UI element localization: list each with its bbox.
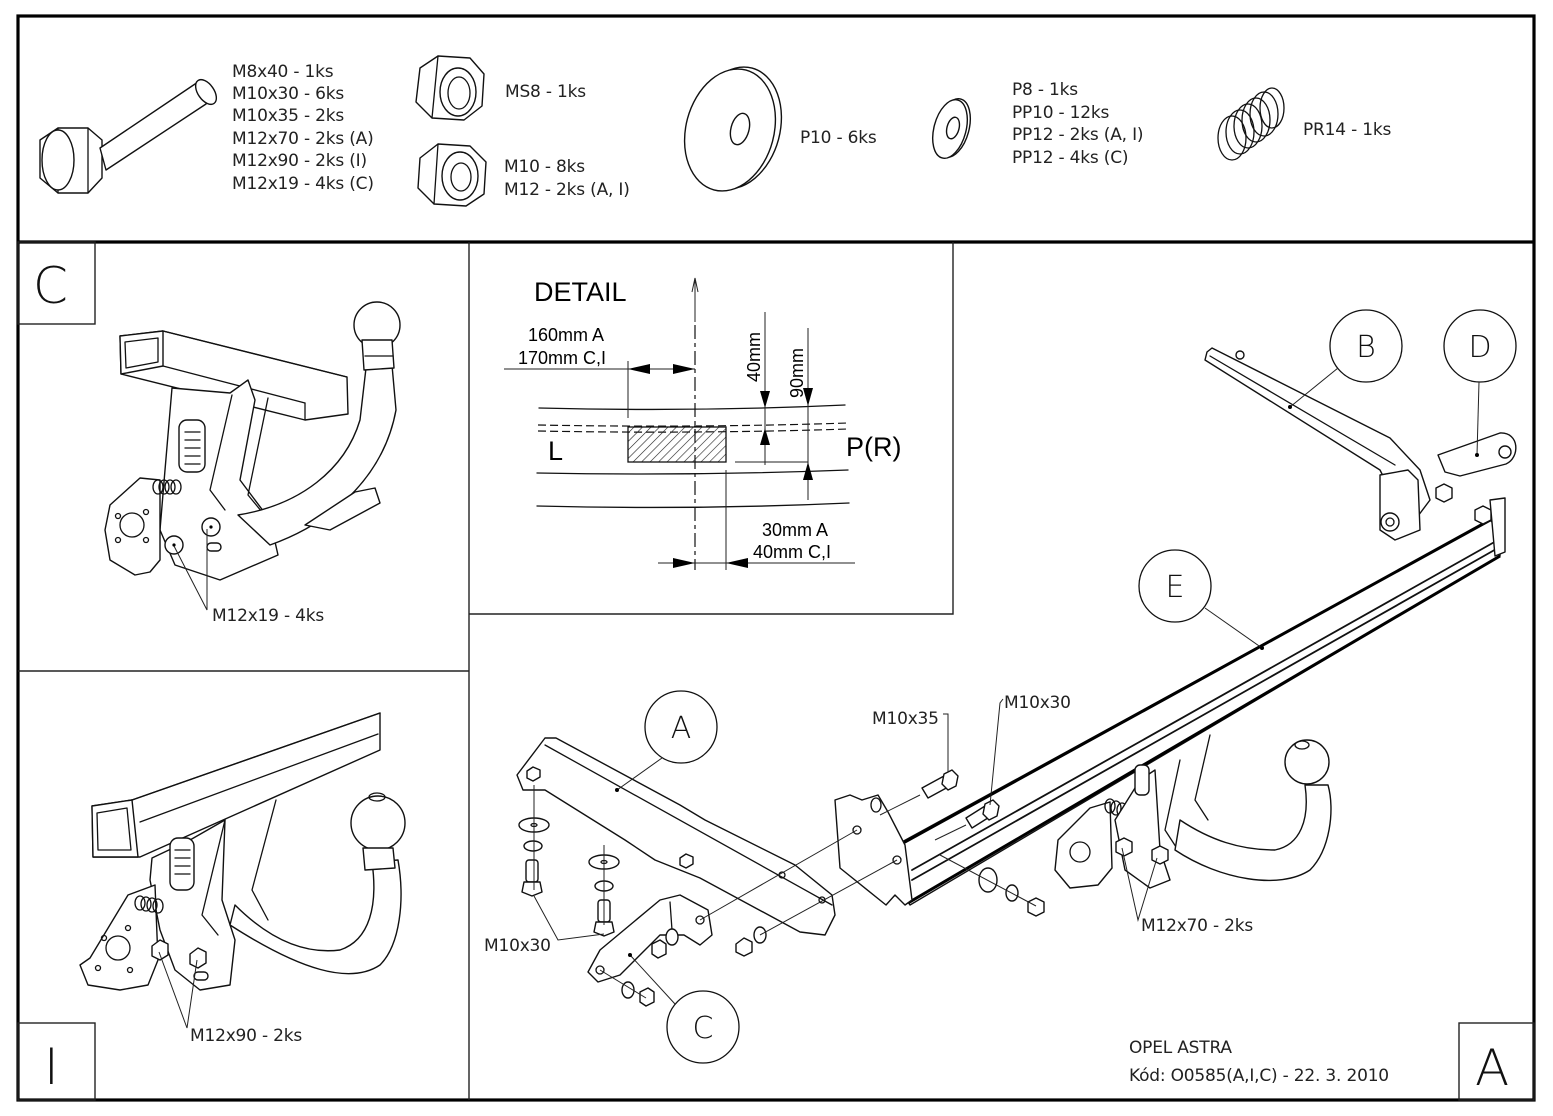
svg-text:B: B xyxy=(1356,330,1376,365)
dim-30mm: 30mm A xyxy=(762,520,828,540)
title-block: OPEL ASTRA Kód: O0585(A,I,C) - 22. 3. 20… xyxy=(1129,1022,1535,1101)
svg-text:C: C xyxy=(693,1011,714,1046)
bracket-c xyxy=(587,894,713,983)
hex-nut-icon xyxy=(417,143,487,207)
bolt-spec: M10x35 - 2ks xyxy=(232,106,344,126)
label-left: L xyxy=(548,436,563,466)
bolt-spec: M12x70 - 2ks (A) xyxy=(232,129,374,149)
parts-list: M8x40 - 1ks M10x30 - 6ks M10x35 - 2ks M1… xyxy=(39,55,1392,207)
balloon-c: C xyxy=(628,953,740,1064)
washer-spec: PP12 - 4ks (C) xyxy=(1012,148,1128,168)
bracket-a xyxy=(516,737,836,936)
hex-bolt-icon xyxy=(39,78,218,194)
panel-letter-i: I xyxy=(44,1038,59,1096)
dim-170mm: 170mm C,I xyxy=(518,348,606,368)
nut-spec: M10 - 8ks xyxy=(504,157,585,177)
bolt-spec: M12x90 - 2ks (I) xyxy=(232,151,367,171)
lock-nut-icon xyxy=(415,55,485,121)
washer-spec: PP10 - 12ks xyxy=(1012,103,1110,123)
balloon-e: E xyxy=(1138,549,1264,650)
callout-m12x70: M12x70 - 2ks xyxy=(1141,916,1253,936)
washer-spec: PP12 - 2ks (A, I) xyxy=(1012,125,1143,145)
nut-spec: M12 - 2ks (A, I) xyxy=(504,180,630,200)
vehicle-name: OPEL ASTRA xyxy=(1129,1038,1232,1058)
exploded-leaders xyxy=(533,785,1037,999)
panel-letter-a: A xyxy=(1475,1039,1509,1097)
washer-icon xyxy=(932,98,971,159)
towbar-i-illustration xyxy=(79,712,406,991)
bracket-b xyxy=(1204,347,1517,557)
bolt-spec: M10x30 - 6ks xyxy=(232,84,344,104)
panel-letter-c: C xyxy=(33,257,68,315)
dim-40mm: 40mm xyxy=(744,332,764,382)
large-washer-icon xyxy=(683,66,783,192)
panel-i: I xyxy=(17,712,406,1101)
spring-icon xyxy=(1217,87,1285,161)
drawing-code: Kód: O0585(A,I,C) - 22. 3. 2010 xyxy=(1129,1066,1389,1086)
callout-m10x35: M10x35 xyxy=(872,709,939,729)
fastener-stack-middle xyxy=(921,769,1045,917)
dim-90mm: 90mm xyxy=(787,348,807,398)
bolt-spec: M8x40 - 1ks xyxy=(232,62,334,82)
detail-view: DETAIL 160mm A 170mm C,I 40mm 90mm L P(R… xyxy=(504,277,902,570)
balloon-a: A xyxy=(615,690,718,792)
bolt-spec: M12x19 - 4ks (C) xyxy=(232,174,374,194)
panel-c: C xyxy=(17,241,401,626)
spring-spec: PR14 - 1ks xyxy=(1303,120,1391,140)
svg-text:A: A xyxy=(671,711,692,746)
callout-m10x30-top: M10x30 xyxy=(1004,693,1071,713)
callout-m10x30-left: M10x30 xyxy=(484,936,551,956)
detail-title: DETAIL xyxy=(534,277,627,307)
washer-spec: P10 - 6ks xyxy=(800,128,877,148)
label-right: P(R) xyxy=(846,432,902,462)
main-assembly: A B C D E M10x35 M10x30 xyxy=(484,309,1517,1064)
svg-text:D: D xyxy=(1468,330,1491,365)
towbar-c-illustration xyxy=(104,301,401,581)
fastener-stack-left xyxy=(518,817,767,1007)
dim-40mm-ci: 40mm C,I xyxy=(753,542,831,562)
callout-m12x19: M12x19 - 4ks xyxy=(212,606,324,626)
callout-m12x90: M12x90 - 2ks xyxy=(190,1026,302,1046)
towbar-a-illustration xyxy=(1054,734,1332,889)
washer-spec: P8 - 1ks xyxy=(1012,80,1078,100)
dim-160mm: 160mm A xyxy=(528,325,604,345)
balloon-b: B xyxy=(1288,309,1403,409)
drawing-frame xyxy=(16,14,1536,1102)
nut-spec: MS8 - 1ks xyxy=(505,82,586,102)
crossbeam-e xyxy=(834,517,1501,906)
svg-text:E: E xyxy=(1166,570,1185,605)
balloon-d: D xyxy=(1443,309,1517,457)
